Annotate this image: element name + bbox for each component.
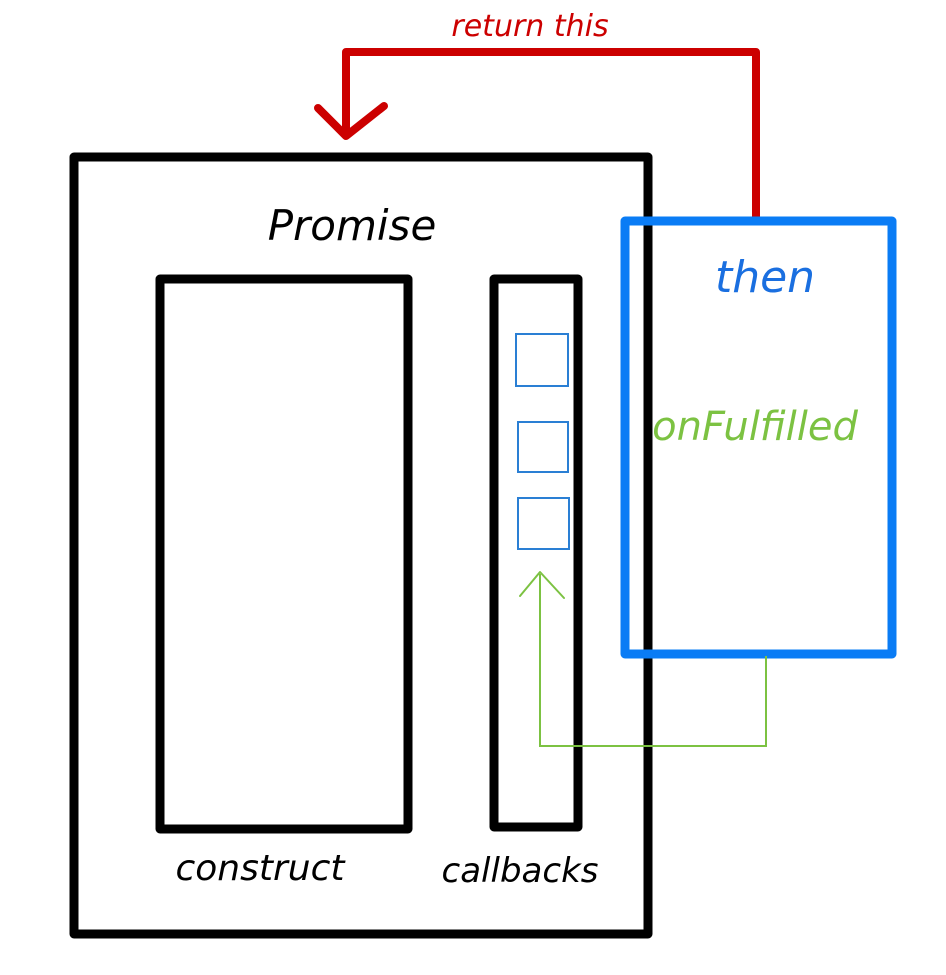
construct-label: construct [175,848,346,889]
then-box [620,216,897,659]
on-fulfilled-label: onFulfilled [652,404,858,450]
callback-slot [517,497,570,550]
callbacks-box [489,274,583,832]
construct-box [155,274,413,834]
return-this-arrow [314,48,760,222]
promise-box [69,152,653,939]
return-this-label: return this [451,9,608,44]
on-fulfilled-arrow [519,571,767,747]
callback-slot [517,421,569,473]
callback-slot [515,333,569,387]
promise-label: Promise [268,201,437,250]
callbacks-label: callbacks [442,851,599,891]
then-label: then [715,252,815,303]
